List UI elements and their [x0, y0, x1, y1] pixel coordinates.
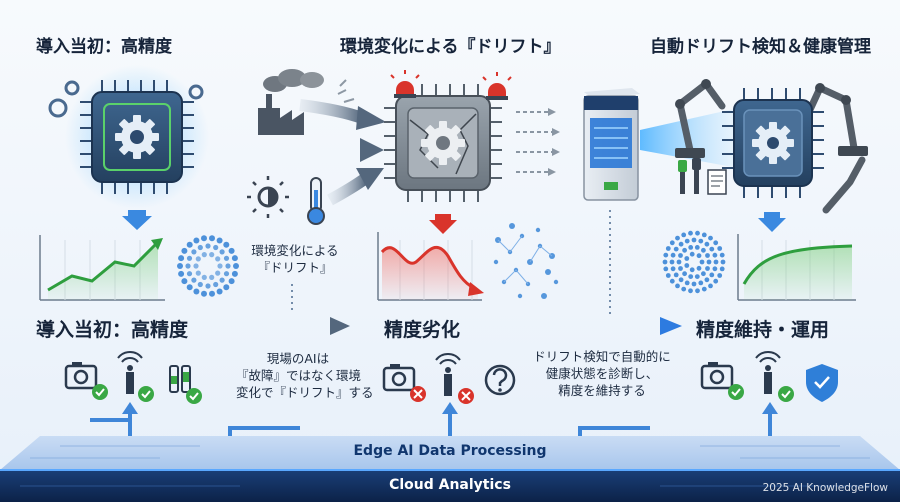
title-drift: 環境変化による『ドリフト』: [340, 37, 561, 57]
gear-icon: [115, 115, 159, 159]
title-auto-detection: 自動ドリフト検知＆健康管理: [650, 37, 871, 57]
server-icon: [583, 88, 640, 201]
data-ring-icon: [177, 235, 239, 297]
sun-icon: [247, 176, 289, 218]
alarm-icon: [390, 70, 420, 98]
cloud-band-label: Cloud Analytics: [389, 477, 511, 493]
dial-icon: [662, 230, 726, 294]
stage-arrow-2: [540, 317, 682, 335]
sensor-icon: [755, 351, 781, 394]
note-line: 健康状態を診断し、: [545, 366, 659, 381]
chart-accuracy-high: [39, 235, 165, 301]
note-drift-explanation: 現場のAIは 『故障』ではなく環境 変化で『ドリフト』する: [236, 350, 374, 401]
cross-icon: [410, 386, 426, 402]
note-line: 『故障』ではなく環境: [236, 368, 362, 383]
note-line: 精度を維持する: [558, 383, 646, 398]
edge-band-label: Edge AI Data Processing: [353, 443, 547, 459]
cross-icon: [458, 388, 474, 404]
gear-icon: [421, 121, 465, 165]
chip-icon-degraded: [384, 84, 502, 202]
sensor-pair-icon: [169, 365, 191, 393]
stage-label-maintained: 精度維持・運用: [696, 319, 830, 341]
question-icon: [484, 364, 516, 396]
note-line: 変化で『ドリフト』する: [236, 385, 374, 400]
thermometer-icon: [307, 177, 325, 225]
chip-icon-maintained: [722, 88, 824, 198]
chart-accuracy-drop: [377, 232, 484, 301]
stage-arrow-1: [230, 317, 350, 335]
gear-icon-small: [48, 80, 204, 118]
shield-icon: [806, 364, 838, 402]
check-icon: [728, 384, 744, 400]
edge-processing-band: [0, 436, 900, 470]
drift-note-line-2: 『ドリフト』: [257, 260, 333, 275]
environment-arrows: [230, 79, 386, 206]
drift-note-line-1: 環境変化による: [251, 243, 339, 258]
camera-icon: [382, 364, 416, 392]
stage-label-degradation: 精度劣化: [384, 319, 461, 341]
drift-note: 環境変化による 『ドリフト』: [240, 242, 350, 276]
sensor-icon: [435, 353, 461, 396]
alarm-icon: [482, 72, 512, 100]
camera-icon: [64, 362, 98, 390]
down-arrow-red: [429, 214, 457, 234]
down-arrow: [122, 210, 152, 230]
check-icon: [778, 386, 794, 402]
check-icon: [92, 384, 108, 400]
cloud-analytics-band: [0, 469, 900, 502]
note-auto-detection: ドリフト検知で自動的に 健康状態を診断し、 精度を維持する: [532, 348, 672, 399]
data-scatter-icon: [493, 223, 559, 299]
chip-icon-healthy: [65, 65, 209, 209]
tools-icon: [678, 158, 727, 195]
robot-arm-icon: [676, 79, 866, 214]
gear-icon: [752, 122, 794, 164]
check-icon: [186, 388, 202, 404]
check-icon: [138, 386, 154, 402]
note-line: 現場のAIは: [266, 351, 330, 366]
down-arrow: [758, 212, 786, 232]
chart-accuracy-stable: [737, 234, 856, 301]
copyright-text: 2025 AI KnowledgeFlow: [762, 482, 888, 494]
sensor-icon: [117, 351, 143, 394]
factory-icon: [258, 69, 324, 135]
uplink-arrows: [90, 412, 772, 436]
title-initial: 導入当初：高精度: [36, 37, 172, 57]
stage-label-initial: 導入当初：高精度: [36, 319, 189, 341]
data-stream-arrows: [516, 111, 552, 173]
camera-icon: [700, 362, 734, 390]
note-line: ドリフト検知で自動的に: [533, 349, 671, 364]
